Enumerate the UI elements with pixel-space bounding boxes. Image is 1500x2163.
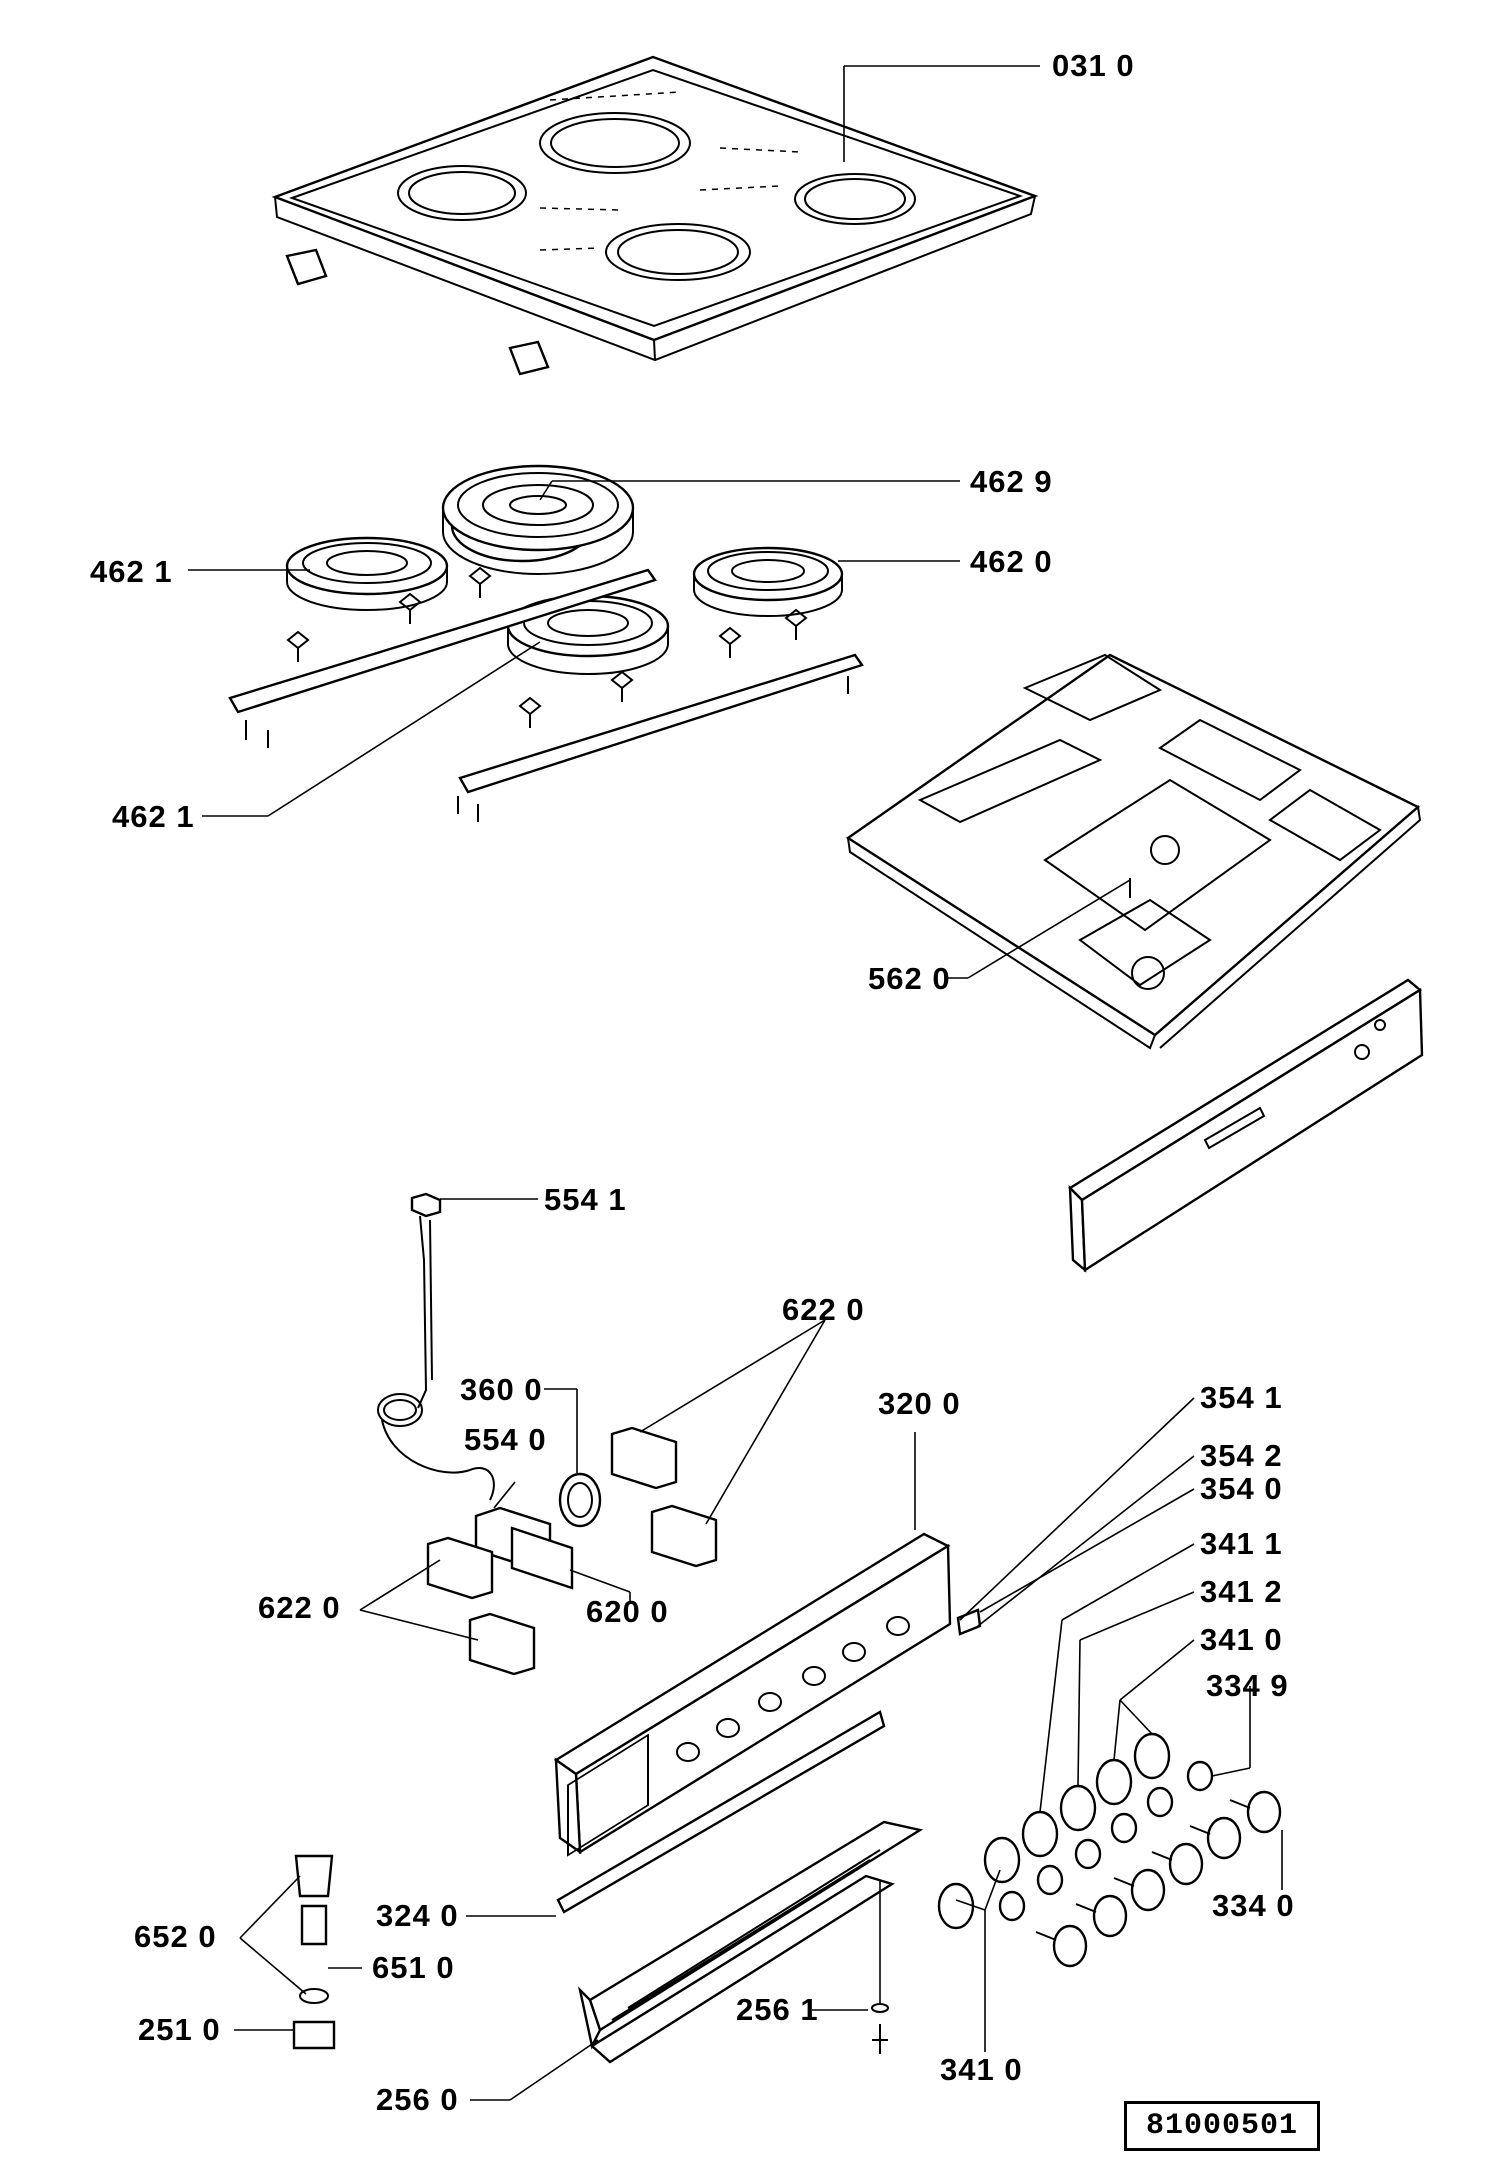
callout-462-1-lower: 462 1 bbox=[112, 799, 195, 834]
control-knobs-and-bezels bbox=[937, 1732, 1282, 1968]
callout-334-0: 334 0 bbox=[1212, 1888, 1295, 1923]
callout-334-9: 334 9 bbox=[1206, 1668, 1289, 1703]
screw-256-1 bbox=[871, 2003, 889, 2054]
callout-462-9: 462 9 bbox=[970, 464, 1053, 499]
callout-554-0: 554 0 bbox=[464, 1422, 547, 1457]
callout-462-0: 462 0 bbox=[970, 544, 1053, 579]
callout-256-0: 256 0 bbox=[376, 2082, 459, 2117]
callout-leader-lines bbox=[188, 65, 1283, 2101]
callout-341-1: 341 1 bbox=[1200, 1526, 1283, 1561]
callout-341-2: 341 2 bbox=[1200, 1574, 1283, 1609]
callout-622-0-upper: 622 0 bbox=[782, 1292, 865, 1327]
callout-462-1-upper: 462 1 bbox=[90, 554, 173, 589]
rotary-switches-622-0 bbox=[426, 1426, 718, 1676]
radiant-heating-elements bbox=[228, 464, 864, 822]
callout-554-1: 554 1 bbox=[544, 1182, 627, 1217]
callout-341-0-upper: 341 0 bbox=[1200, 1622, 1283, 1657]
callout-320-0: 320 0 bbox=[878, 1386, 961, 1421]
support-base-plate-562-0 bbox=[845, 653, 1422, 1050]
ceramic-cooktop-031-0 bbox=[271, 55, 1039, 376]
callout-354-2: 354 2 bbox=[1200, 1438, 1283, 1473]
callout-620-0: 620 0 bbox=[586, 1594, 669, 1629]
callout-256-1: 256 1 bbox=[736, 1992, 819, 2027]
callout-651-0: 651 0 bbox=[372, 1950, 455, 1985]
front-trim-and-lower-rail bbox=[577, 1820, 924, 2064]
callout-354-1: 354 1 bbox=[1200, 1380, 1283, 1415]
document-number-box: 81000501 bbox=[1124, 2101, 1320, 2151]
callout-324-0: 324 0 bbox=[376, 1898, 459, 1933]
oven-lamp-assembly bbox=[292, 1854, 336, 2050]
rear-rail bbox=[1068, 978, 1424, 1273]
control-panel-fascia-320-0 bbox=[553, 1532, 982, 1914]
callout-562-0: 562 0 bbox=[868, 961, 951, 996]
callout-622-0-lower: 622 0 bbox=[258, 1590, 341, 1625]
callout-251-0: 251 0 bbox=[138, 2012, 221, 2047]
callout-360-0: 360 0 bbox=[460, 1372, 543, 1407]
callout-031-0: 031 0 bbox=[1052, 48, 1135, 83]
callout-652-0: 652 0 bbox=[134, 1919, 217, 1954]
callout-341-0-lower: 341 0 bbox=[940, 2052, 1023, 2087]
callout-354-0: 354 0 bbox=[1200, 1471, 1283, 1506]
